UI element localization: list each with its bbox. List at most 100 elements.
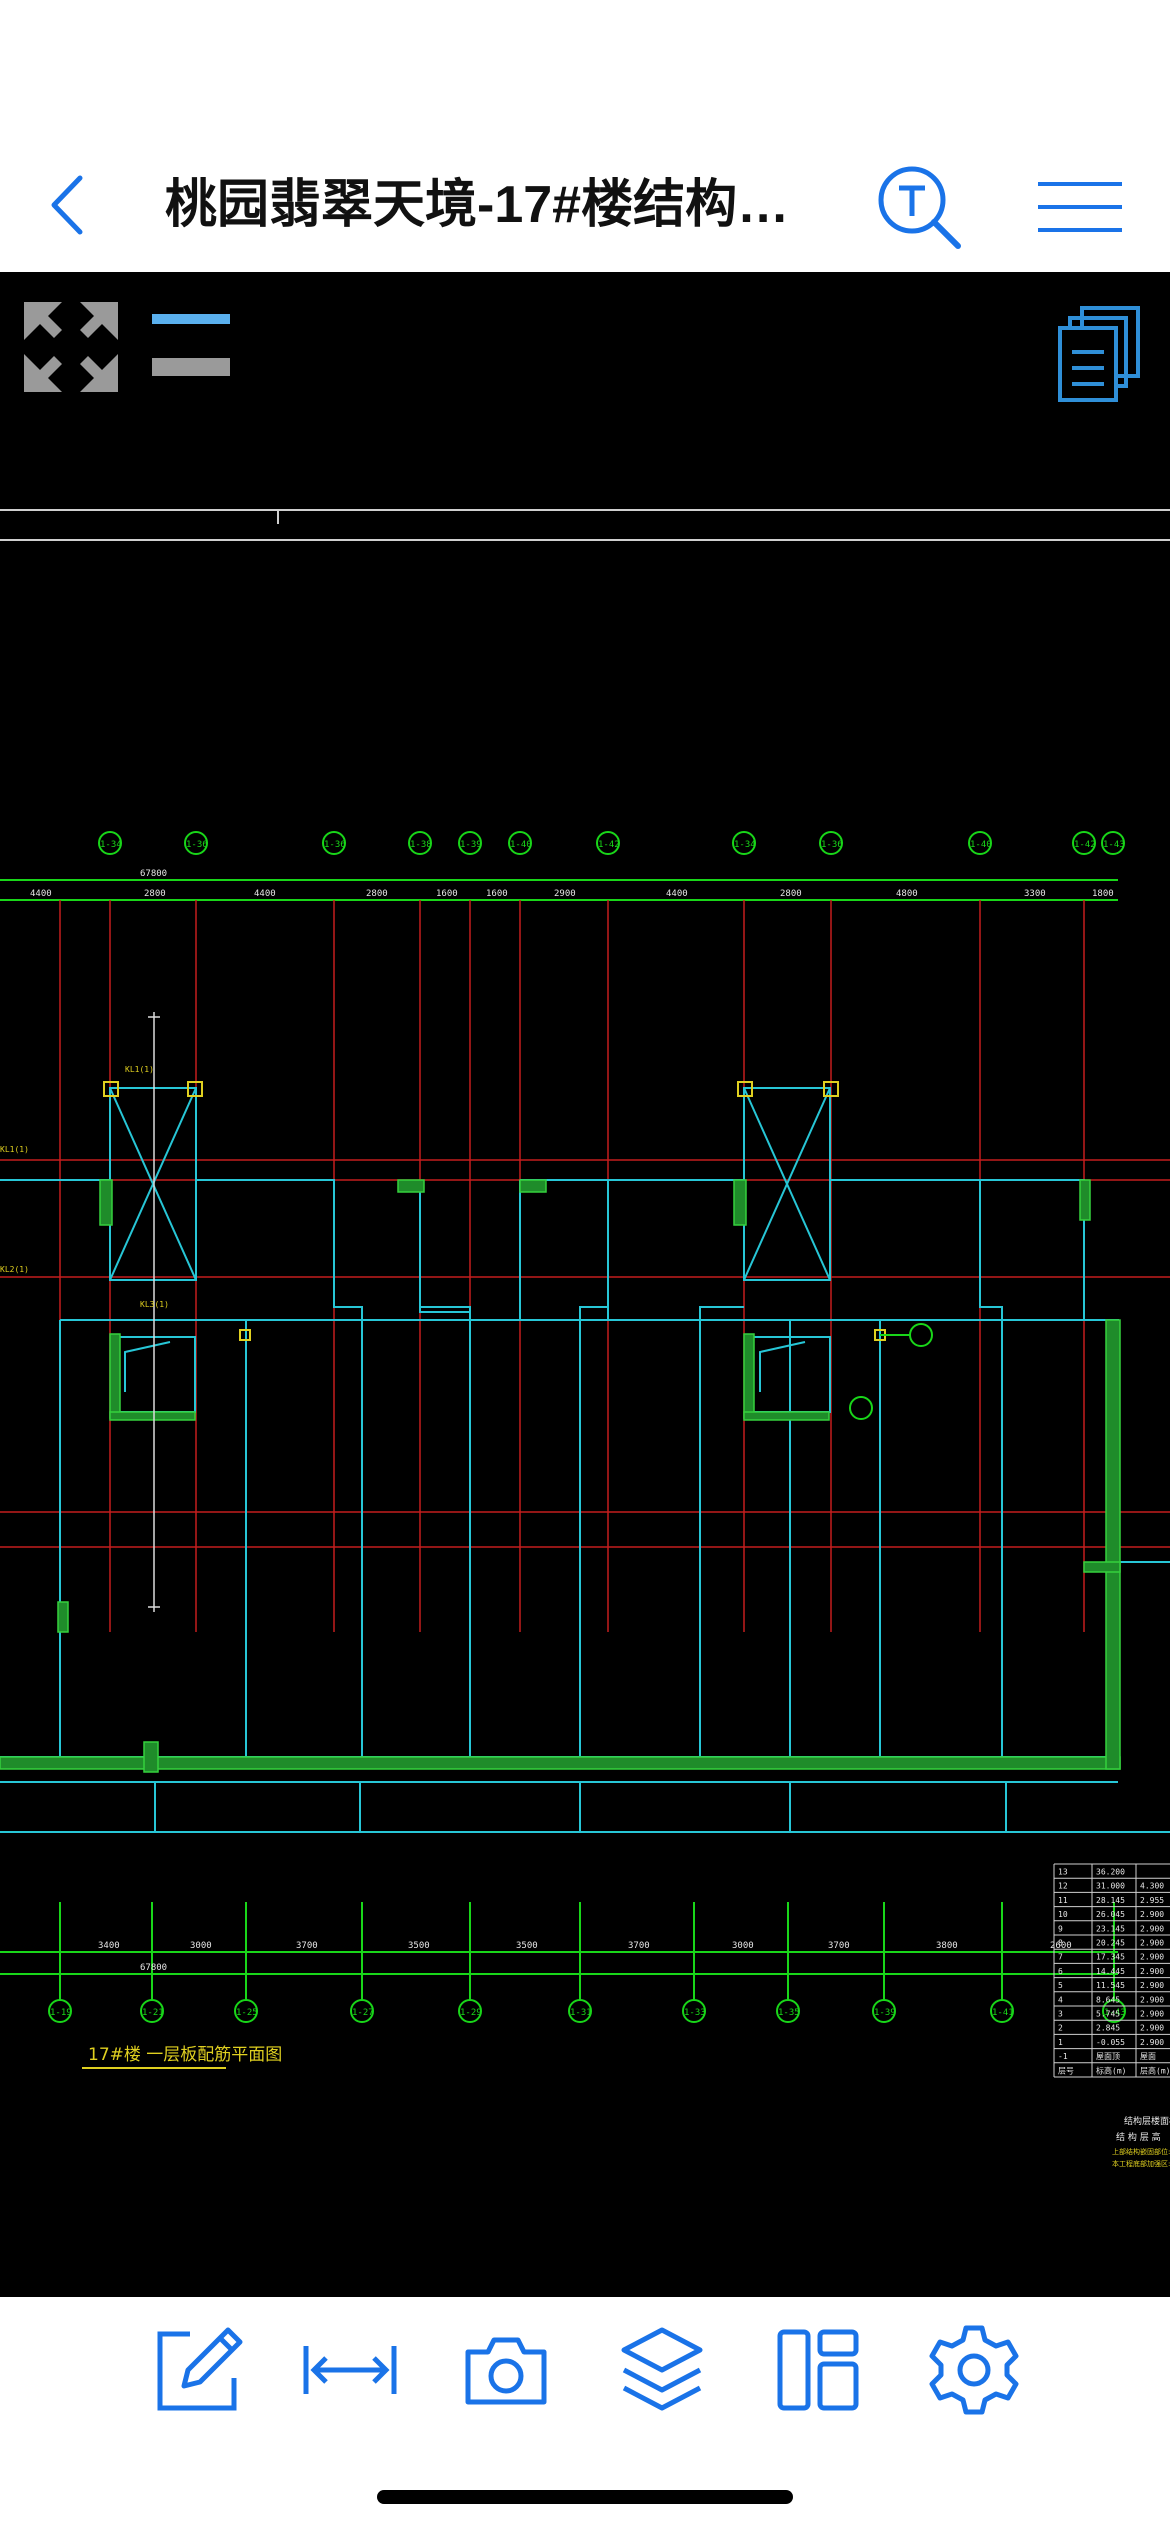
dimension: 3700: [296, 1941, 318, 1951]
dimension: 2800: [144, 889, 166, 899]
settings-button[interactable]: [924, 2320, 1024, 2420]
axis-label: 1-38: [410, 840, 432, 850]
axis-label: 1-41: [992, 2008, 1014, 2018]
layouts-button[interactable]: [1058, 306, 1140, 402]
layout-icon: [777, 2329, 859, 2411]
dimension: 4400: [254, 889, 276, 899]
table-cell: 标高(m): [1096, 2065, 1126, 2075]
table-cell: 层号: [1058, 2066, 1074, 2075]
axis-label: 1-36: [821, 840, 843, 850]
axis-label: 1-43: [1103, 840, 1125, 850]
fullscreen-button[interactable]: [24, 302, 118, 392]
table-cell: 17.345: [1096, 1953, 1125, 1962]
axis-label: 1-25: [236, 2008, 258, 2018]
axis-bubble: [408, 831, 432, 855]
axis-label: 1-33: [684, 2008, 706, 2018]
dimension: 1600: [486, 889, 508, 899]
table-cell: 4.300: [1140, 1882, 1164, 1891]
axis-label: 1-40: [970, 840, 992, 850]
table-cell: 14.445: [1096, 1967, 1125, 1976]
line-weight-icon: [152, 314, 230, 324]
table-cell: 2.900: [1140, 1967, 1164, 1976]
table-cell: -1: [1058, 2052, 1068, 2061]
table-cell: 2.900: [1140, 1953, 1164, 1962]
table-cell: 12: [1058, 1882, 1068, 1891]
layers-button[interactable]: [612, 2320, 712, 2420]
axis-bubble: [819, 831, 843, 855]
cad-drawing[interactable]: 1-34 1-36 1-36 1-38 1-39 1-40 1-42 1-34 …: [0, 272, 1170, 2297]
text-search-icon: [878, 166, 961, 249]
axis-label: 1-34: [734, 840, 756, 850]
axis-bubble: [508, 831, 532, 855]
dimension-total-bottom: 67800: [140, 1963, 167, 1973]
table-cell: 6: [1058, 1967, 1063, 1976]
layouts-stack-icon: [1058, 306, 1140, 402]
dimension: 3800: [936, 1941, 958, 1951]
measure-icon: [303, 2346, 397, 2394]
table-cell: 2.900: [1140, 1981, 1164, 1990]
table-cell: 13: [1058, 1868, 1068, 1877]
dimension: 4400: [30, 889, 52, 899]
axis-label: 1-19: [50, 2008, 72, 2018]
table-cell: 23.145: [1096, 1924, 1125, 1933]
axis-bubble: [458, 831, 482, 855]
back-button[interactable]: [40, 170, 100, 240]
table-cell: 31.000: [1096, 1882, 1125, 1891]
axis-label: 1-36: [324, 840, 346, 850]
dimension: 1800: [1092, 889, 1114, 899]
table-cell: 8: [1058, 1939, 1063, 1948]
table-cell: 2.900: [1140, 2038, 1164, 2047]
layout-button[interactable]: [768, 2320, 868, 2420]
axis-label: 1-39: [460, 840, 482, 850]
svg-text:KL2(1): KL2(1): [0, 1265, 29, 1274]
table-cell: 2.900: [1140, 1939, 1164, 1948]
hamburger-menu-icon: [1038, 182, 1122, 232]
dimension: 3300: [1024, 889, 1046, 899]
drawing-canvas[interactable]: 1-34 1-36 1-36 1-38 1-39 1-40 1-42 1-34 …: [0, 272, 1170, 2297]
table-cell: 11.545: [1096, 1981, 1125, 1990]
table-cell: -0.055: [1096, 2038, 1125, 2047]
table-cell: 2: [1058, 2024, 1063, 2033]
dimension: 1600: [436, 889, 458, 899]
camera-button[interactable]: [456, 2320, 556, 2420]
dimension: 3500: [516, 1941, 538, 1951]
table-cell: 屋面: [1140, 2052, 1156, 2061]
axis-label: 1-42: [1074, 840, 1096, 850]
axis-bubble: [732, 831, 756, 855]
axis-bubble: [1101, 831, 1125, 855]
plan-title: 17#楼 一层板配筋平面图: [88, 2045, 282, 2065]
table-cell: 2.900: [1140, 1910, 1164, 1919]
axis-label: 1-29: [460, 2008, 482, 2018]
axis-label: 1-43: [1104, 2008, 1126, 2018]
svg-text:KL1(1): KL1(1): [0, 1145, 29, 1154]
table-cell: 2.845: [1096, 2024, 1120, 2033]
dimension: 3000: [732, 1941, 754, 1951]
table-cell: 2.900: [1140, 2024, 1164, 2033]
table-cell: 26.045: [1096, 1910, 1125, 1919]
axis-label: 1-27: [352, 2008, 374, 2018]
table-cell: 屋面顶: [1096, 2052, 1120, 2061]
axis-label: 1-36: [186, 840, 208, 850]
text-search-button[interactable]: [872, 160, 972, 255]
table-cell: 3: [1058, 2010, 1063, 2019]
table-cell: 1: [1058, 2038, 1063, 2047]
table-cell: 5.745: [1096, 2010, 1120, 2019]
axis-label: 1-42: [598, 840, 620, 850]
table-cell: 7: [1058, 1953, 1063, 1962]
table-cell: 2.900: [1140, 2010, 1164, 2019]
table-cell: 28.145: [1096, 1896, 1125, 1905]
line-weight-toggle[interactable]: [152, 314, 230, 376]
dimension-total-top: 67800: [140, 869, 167, 879]
axis-label: 1-35: [778, 2008, 800, 2018]
svg-text:KL3(1): KL3(1): [140, 1300, 169, 1309]
table-cell: 10: [1058, 1910, 1068, 1919]
edit-button[interactable]: [150, 2320, 250, 2420]
dimension: 3700: [828, 1941, 850, 1951]
table-cell: 20.245: [1096, 1939, 1125, 1948]
home-indicator: [377, 2490, 793, 2504]
menu-button[interactable]: [1030, 160, 1130, 255]
wall-outlines: [0, 1087, 1170, 1833]
measure-button[interactable]: [300, 2320, 400, 2420]
dimension: 2800: [780, 889, 802, 899]
